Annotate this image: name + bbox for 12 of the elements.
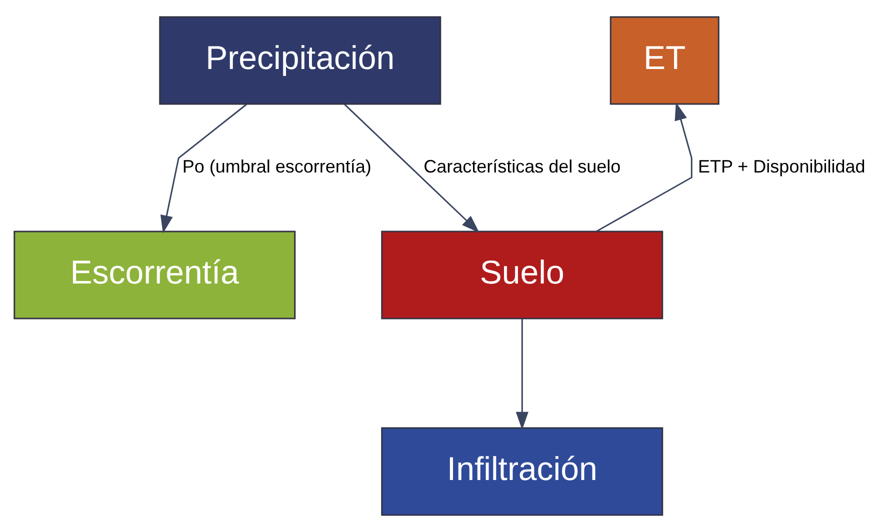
node-box: Escorrentía	[14, 230, 296, 320]
edge-label: ETP + Disponibilidad	[698, 156, 866, 176]
edge-label: Po (umbral escorrentía)	[182, 156, 372, 176]
arrow	[596, 102, 692, 232]
node-box: Precipitación	[159, 16, 442, 105]
arrow	[516, 318, 528, 430]
arrow	[344, 104, 480, 233]
node-box: Infiltración	[381, 427, 664, 516]
node-box: ET	[610, 16, 720, 105]
edge-label: Características del suelo	[424, 156, 621, 176]
arrow	[160, 104, 247, 234]
node-box: Suelo	[381, 230, 664, 320]
